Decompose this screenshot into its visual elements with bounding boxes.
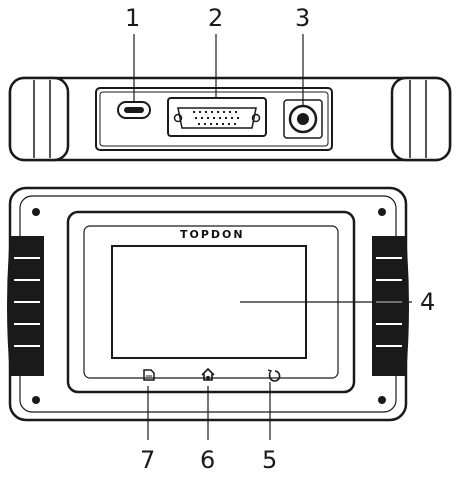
document-icon bbox=[143, 369, 155, 381]
callout-5: 5 bbox=[262, 446, 278, 474]
usb-c-port-icon bbox=[117, 101, 151, 119]
device-front-view bbox=[7, 186, 412, 440]
callout-3: 3 bbox=[295, 4, 311, 32]
back-icon bbox=[267, 369, 281, 382]
brand-logo: TOPDON bbox=[180, 228, 245, 241]
device-top-view bbox=[8, 34, 452, 162]
left-grip bbox=[7, 236, 44, 376]
right-grip bbox=[372, 236, 409, 376]
callout-6: 6 bbox=[200, 446, 216, 474]
callout-1: 1 bbox=[125, 4, 141, 32]
home-icon bbox=[201, 367, 215, 381]
callout-4: 4 bbox=[420, 288, 436, 316]
callout-2: 2 bbox=[208, 4, 224, 32]
callout-7: 7 bbox=[140, 446, 156, 474]
db15-connector-icon bbox=[167, 97, 267, 137]
